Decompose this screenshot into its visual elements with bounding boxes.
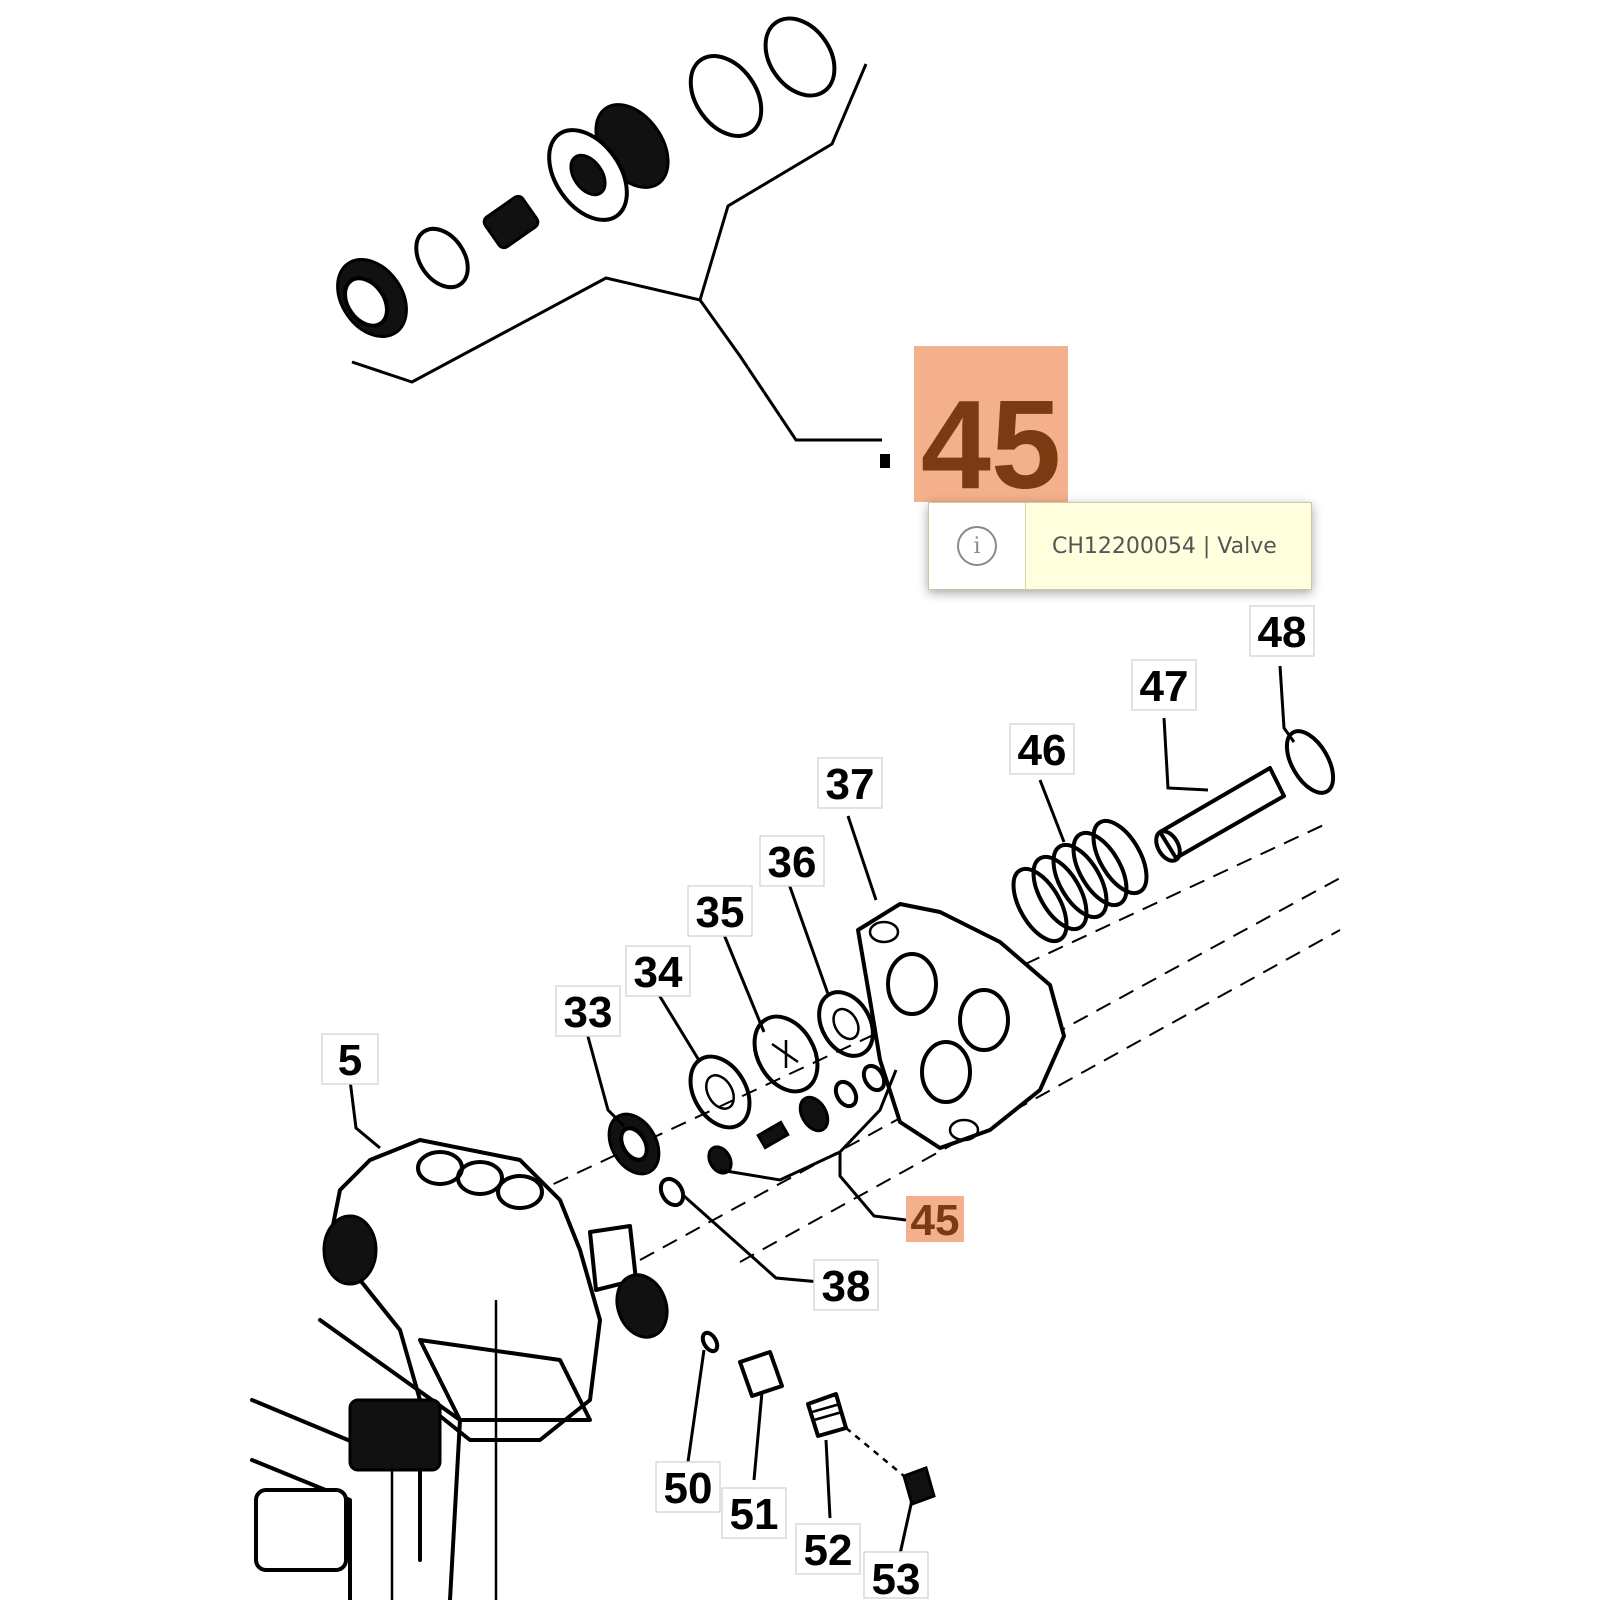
callout-38[interactable]: 38 — [813, 1259, 879, 1311]
callout-52[interactable]: 52 — [795, 1523, 861, 1575]
svg-text:52: 52 — [804, 1526, 853, 1575]
callout-45-large[interactable]: 45 — [914, 346, 1068, 515]
svg-text:53: 53 — [872, 1555, 921, 1600]
pump-head-drawing — [250, 729, 1341, 1600]
leader-lines — [348, 665, 1296, 1555]
callout-5[interactable]: 5 — [321, 1033, 379, 1085]
svg-text:37: 37 — [826, 760, 875, 809]
svg-text:35: 35 — [696, 888, 745, 937]
callout-47[interactable]: 47 — [1131, 659, 1197, 711]
tooltip-icon-cell: i — [929, 503, 1026, 589]
svg-text:36: 36 — [768, 838, 817, 887]
callout-45-small[interactable]: 45 — [906, 1196, 964, 1245]
callout-50[interactable]: 50 — [655, 1461, 721, 1513]
svg-text:46: 46 — [1018, 726, 1067, 775]
svg-text:48: 48 — [1258, 608, 1307, 657]
callout-51[interactable]: 51 — [721, 1487, 787, 1539]
svg-text:47: 47 — [1140, 662, 1189, 711]
svg-text:33: 33 — [564, 988, 613, 1037]
callout-45-large-label: 45 — [921, 374, 1061, 515]
part-info-tooltip: i CH12200054 | Valve — [928, 502, 1312, 590]
tooltip-text: CH12200054 | Valve — [1052, 533, 1277, 559]
valve-assembly-zoom — [336, 16, 890, 468]
callout-33[interactable]: 33 — [555, 985, 621, 1037]
svg-text:34: 34 — [634, 948, 683, 997]
svg-text:45: 45 — [911, 1196, 960, 1245]
svg-text:50: 50 — [664, 1464, 713, 1513]
callout-48[interactable]: 48 — [1249, 605, 1315, 657]
svg-text:51: 51 — [730, 1490, 779, 1539]
callout-37[interactable]: 37 — [817, 757, 883, 809]
svg-text:38: 38 — [822, 1262, 871, 1311]
callout-34[interactable]: 34 — [625, 945, 691, 997]
callout-36[interactable]: 36 — [759, 835, 825, 887]
callout-46[interactable]: 46 — [1009, 723, 1075, 775]
spring-46 — [1011, 818, 1149, 944]
svg-text:5: 5 — [338, 1036, 362, 1085]
callout-35[interactable]: 35 — [687, 885, 753, 937]
callout-53[interactable]: 53 — [863, 1551, 929, 1600]
info-icon[interactable]: i — [957, 526, 997, 566]
